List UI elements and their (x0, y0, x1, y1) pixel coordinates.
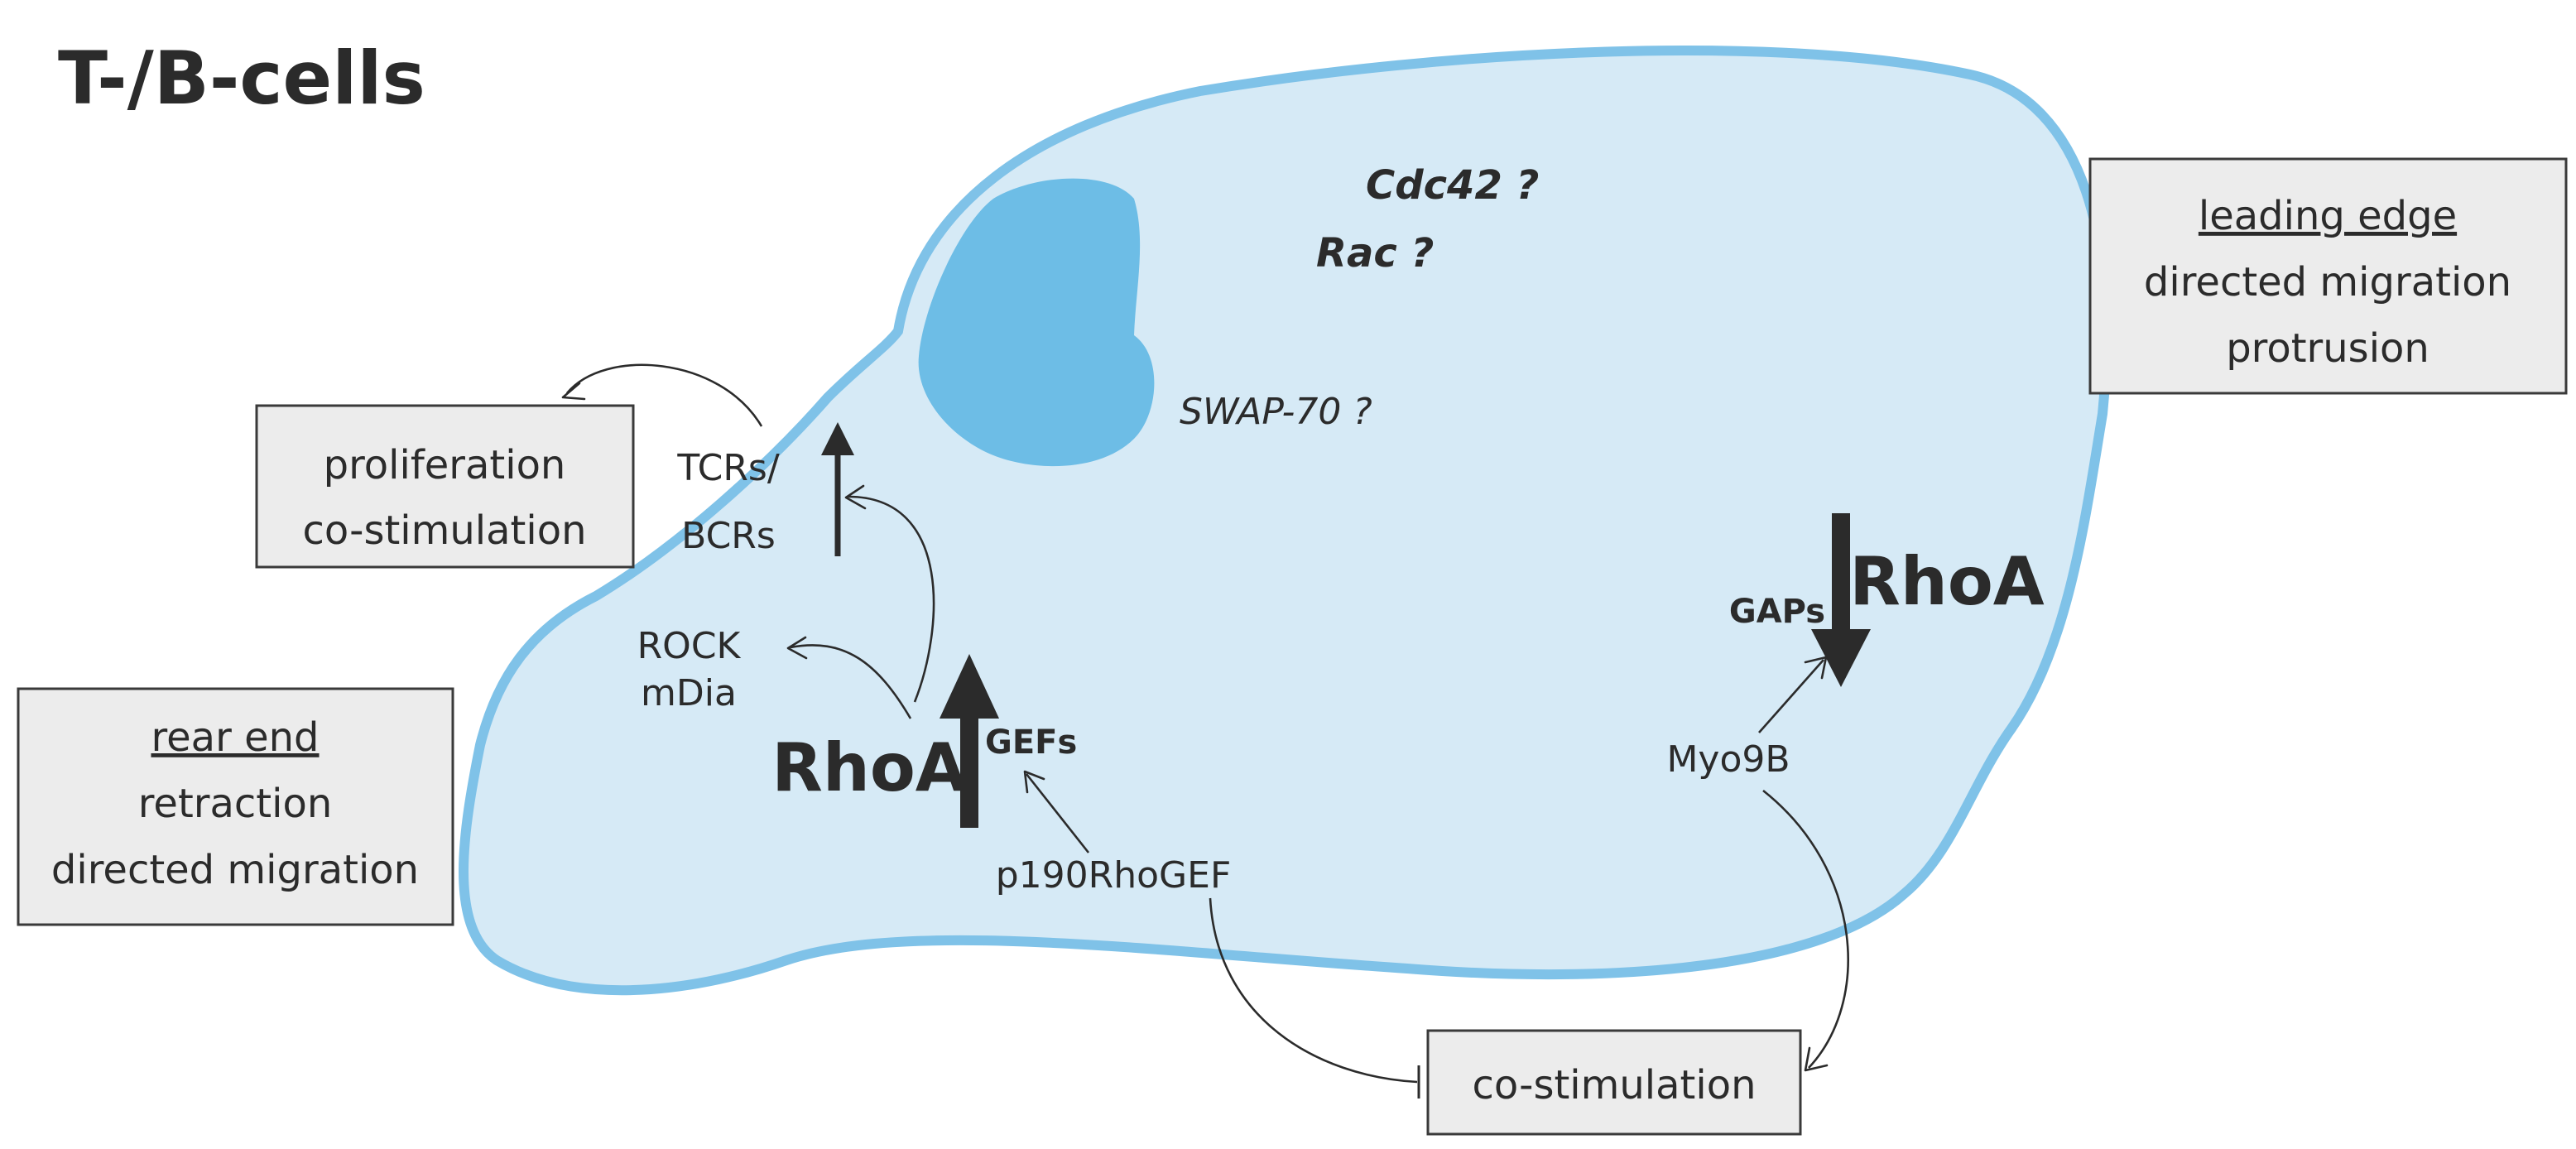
nucleus (918, 178, 1155, 467)
leading-edge-line-migration: directed migration (2144, 259, 2511, 305)
receptor-up-arrow (821, 422, 854, 556)
arrow-myo9b-to-gaps (1758, 656, 1828, 733)
box-line-costimulation: co-stimulation (302, 507, 586, 554)
rhoa-activation-arrow (940, 654, 999, 828)
inhibition-p190-to-costimulation (1209, 897, 1420, 1099)
rear-end-box: rear end retraction directed migration (17, 687, 454, 926)
swap70-label: SWAP-70 ? (1180, 391, 1372, 433)
rear-end-line-retraction: retraction (138, 781, 333, 827)
costimulation-box: co-stimulation (1426, 1029, 1802, 1136)
rear-end-heading: rear end (151, 714, 319, 761)
front-rhoa-label: RhoA (1849, 543, 2045, 620)
rhoa-inactivation-arrow (1811, 513, 1871, 687)
costimulation-text: co-stimulation (1472, 1062, 1756, 1108)
cdc42-label: Cdc42 ? (1366, 162, 1539, 209)
diagram-title: T-/B-cells (58, 36, 425, 121)
receptor-tcr-label: TCRs/ (676, 447, 780, 489)
arrow-rhoa-to-rock (786, 636, 912, 719)
box-line-proliferation: proliferation (324, 442, 566, 488)
arrow-p190-to-gefs (1023, 770, 1090, 853)
myo9b-label: Myo9B (1666, 738, 1790, 781)
rear-rhoa-label: RhoA (771, 729, 967, 806)
leading-edge-line-protrusion: protrusion (2226, 325, 2429, 372)
cell-membrane (459, 46, 2112, 996)
arrow-myo9b-to-costimulation (1762, 789, 1849, 1072)
receptor-bcr-label: BCRs (681, 515, 776, 557)
leading-edge-box: leading edge directed migration protrusi… (2088, 157, 2568, 395)
arrow-rhoa-to-receptors (844, 484, 935, 703)
rac-label: Rac ? (1316, 230, 1434, 276)
gefs-label: GEFs (985, 724, 1077, 762)
rear-end-line-migration: directed migration (51, 847, 419, 893)
leading-edge-heading: leading edge (2199, 193, 2457, 239)
mdia-label: mDia (641, 672, 737, 714)
gaps-label: GAPs (1729, 593, 1825, 631)
proliferation-box: proliferation co-stimulation (255, 404, 635, 569)
p190rhogef-label: p190RhoGEF (996, 854, 1232, 897)
rock-label: ROCK (637, 625, 742, 667)
arrow-receptors-to-proliferation (561, 363, 763, 427)
